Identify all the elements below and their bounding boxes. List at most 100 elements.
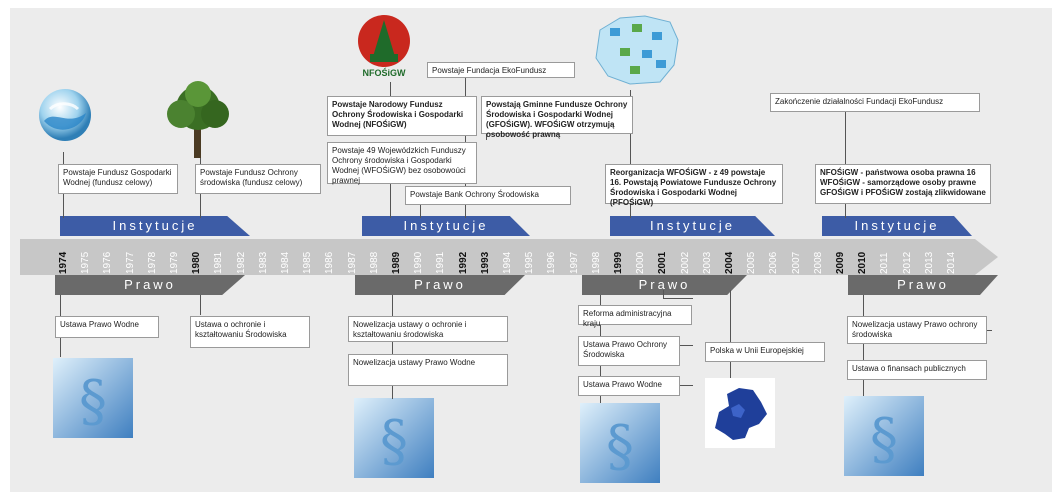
banner-prawo-3: Prawo — [582, 275, 747, 295]
connector — [630, 204, 631, 218]
banner-prawo-1: Prawo — [55, 275, 245, 295]
institution-box-ekofundusz: Powstaje Fundacja EkoFundusz — [427, 62, 575, 78]
year-label-2011: 2011 — [879, 252, 891, 274]
poland-map-icon — [595, 15, 679, 85]
connector — [680, 385, 693, 386]
institution-box-gfosigw: Powstają Gminne Fundusze Ochrony Środowi… — [481, 96, 633, 139]
year-label-1996: 1996 — [546, 251, 558, 274]
banner-instytucje-4: Instytucje — [822, 216, 972, 236]
connector — [863, 295, 864, 396]
year-label-2008: 2008 — [812, 251, 824, 274]
institution-box-wfosigw: Powstaje 49 Wojewódzkich Funduszy Ochron… — [327, 142, 477, 185]
connector — [392, 295, 393, 399]
eu-map-icon — [705, 378, 775, 448]
law-box-1989: Nowelizacja ustawy o ochronie i kształto… — [348, 316, 508, 342]
connector — [390, 184, 391, 218]
svg-text:§: § — [79, 369, 107, 434]
paragraph-icon-3: § — [580, 403, 660, 483]
svg-text:§: § — [606, 414, 634, 479]
law-box-prawo-wodne: Ustawa Prawo Wodne — [578, 376, 680, 396]
connector — [200, 158, 201, 164]
year-label-2005: 2005 — [746, 251, 758, 274]
year-label-2012: 2012 — [901, 251, 913, 274]
institution-box-2009: NFOŚiGW - państwowa osoba prawna 16 WFOŚ… — [815, 164, 991, 204]
tree-icon — [167, 81, 229, 158]
year-label-1992: 1992 — [457, 251, 469, 274]
logo-text: NFOŚiGW — [363, 67, 407, 78]
year-label-1981: 1981 — [213, 251, 225, 274]
banner-instytucje-1: Instytucje — [60, 216, 250, 236]
institution-box-zakonczenie: Zakończenie działalności Fundacji EkoFun… — [770, 93, 980, 112]
nfosigw-logo: NFOŚiGW — [358, 15, 410, 78]
year-label-1997: 1997 — [568, 251, 580, 274]
year-label-1998: 1998 — [590, 251, 602, 274]
law-box-reforma: Reforma administracyjna kraju — [578, 305, 692, 328]
connector — [486, 134, 487, 140]
law-box-ue: Polska w Unii Europejskiej — [705, 342, 825, 362]
institution-box-1974: Powstaje Fundusz Gospodarki Wodnej (fund… — [58, 164, 178, 194]
year-label-1988: 1988 — [368, 251, 380, 274]
year-label-1983: 1983 — [257, 251, 269, 274]
year-label-1986: 1986 — [324, 251, 336, 274]
svg-text:§: § — [870, 407, 898, 472]
connector — [845, 112, 846, 164]
year-label-1987: 1987 — [346, 251, 358, 274]
connector — [730, 290, 731, 378]
year-label-1975: 1975 — [80, 251, 92, 274]
year-label-2007: 2007 — [790, 251, 802, 274]
year-label-2001: 2001 — [657, 251, 669, 274]
year-label-2010: 2010 — [857, 251, 869, 274]
year-label-1999: 1999 — [613, 251, 624, 274]
year-label-1974: 1974 — [58, 251, 69, 274]
law-box-2009: Nowelizacja ustawy Prawo ochrony środowi… — [847, 316, 987, 344]
year-label-1976: 1976 — [102, 251, 114, 274]
year-label-1994: 1994 — [502, 251, 513, 274]
connector — [420, 205, 421, 218]
banner-prawo-4: Prawo — [848, 275, 998, 295]
year-label-1995: 1995 — [524, 251, 536, 274]
law-box-finanse: Ustawa o finansach publicznych — [847, 360, 987, 380]
year-label-1989: 1989 — [391, 251, 402, 274]
year-label-1984: 1984 — [280, 251, 291, 274]
year-label-2013: 2013 — [923, 251, 935, 274]
year-label-1982: 1982 — [235, 251, 247, 274]
year-label-2009: 2009 — [835, 251, 846, 274]
connector — [63, 194, 64, 218]
banner-instytucje-3: Instytucje — [610, 216, 775, 236]
banner-prawo-2: Prawo — [355, 275, 525, 295]
institution-box-reorganizacja: Reorganizacja WFOŚiGW - z 49 powstaje 16… — [605, 164, 783, 207]
institution-box-bos: Powstaje Bank Ochrony Środowiska — [405, 186, 571, 205]
year-label-2003: 2003 — [701, 251, 713, 274]
year-label-2006: 2006 — [768, 251, 780, 274]
water-drop-globe-icon — [39, 89, 91, 141]
connector — [390, 82, 391, 96]
year-label-1991: 1991 — [435, 251, 447, 274]
institution-box-nfosigw: Powstaje Narodowy Fundusz Ochrony Środow… — [327, 96, 477, 136]
connector — [663, 298, 693, 299]
year-label-1978: 1978 — [146, 251, 158, 274]
year-label-2000: 2000 — [635, 251, 647, 274]
institution-box-1980: Powstaje Fundusz Ochrony środowiska (fun… — [195, 164, 321, 194]
connector — [663, 290, 664, 298]
law-box-1989-2: Nowelizacja ustawy Prawo Wodne — [348, 354, 508, 386]
year-label-1985: 1985 — [302, 251, 314, 274]
year-label-1990: 1990 — [413, 251, 425, 274]
year-label-2004: 2004 — [724, 251, 735, 274]
connector — [200, 295, 201, 315]
banner-instytucje-2: Instytucje — [362, 216, 530, 236]
year-label-2002: 2002 — [679, 251, 691, 274]
year-label-1979: 1979 — [169, 251, 180, 274]
connector — [200, 194, 201, 218]
year-label-2014: 2014 — [946, 251, 957, 274]
law-box-pos: Ustawa Prawo Ochrony Środowiska — [578, 336, 680, 366]
connector — [982, 330, 992, 331]
connector — [63, 152, 64, 164]
svg-text:§: § — [380, 409, 408, 474]
timeline-arrow — [20, 239, 998, 275]
year-label-1977: 1977 — [124, 251, 136, 274]
connector — [845, 204, 846, 218]
year-label-1993: 1993 — [479, 251, 491, 274]
paragraph-icon-2: § — [354, 398, 434, 478]
paragraph-icon-1: § — [53, 358, 133, 438]
